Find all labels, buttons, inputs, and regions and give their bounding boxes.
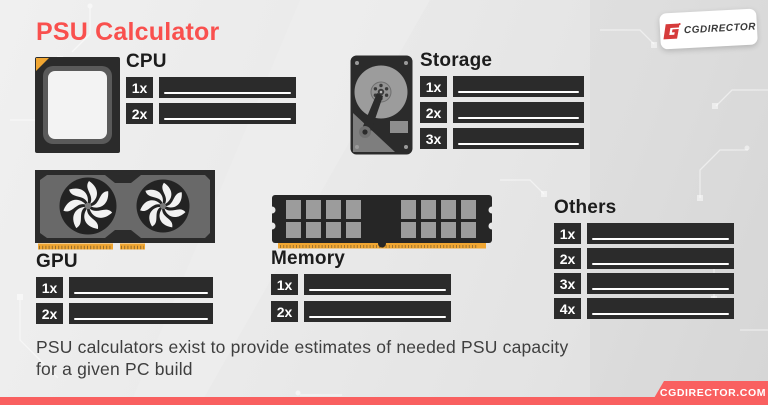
quantity-label: 1x bbox=[271, 274, 298, 295]
cpu-icon bbox=[35, 57, 120, 153]
others-row-2: 2x bbox=[554, 248, 734, 269]
caption-line-1: PSU calculators exist to provide estimat… bbox=[36, 337, 569, 357]
hdd-icon bbox=[350, 55, 413, 155]
caption-line-2: for a given PC build bbox=[36, 359, 193, 379]
storage-row-1: 1x bbox=[420, 76, 584, 97]
value-bar bbox=[587, 248, 734, 269]
memory-section-title: Memory bbox=[271, 248, 346, 269]
gpu-icon bbox=[35, 170, 215, 250]
gpu-row-1: 1x bbox=[36, 277, 213, 298]
value-bar bbox=[159, 103, 296, 124]
page-title: PSU Calculator bbox=[36, 18, 220, 46]
logo-wordmark: CGDIRECTOR bbox=[683, 21, 757, 36]
caption-text: PSU calculators exist to provide estimat… bbox=[36, 336, 568, 380]
value-bar bbox=[159, 77, 296, 98]
quantity-label: 2x bbox=[36, 303, 63, 324]
value-bar bbox=[453, 128, 584, 149]
memory-row-2: 2x bbox=[271, 301, 451, 322]
storage-row-2: 2x bbox=[420, 102, 584, 123]
value-bar bbox=[587, 223, 734, 244]
others-row-4: 4x bbox=[554, 298, 734, 319]
others-row-3: 3x bbox=[554, 273, 734, 294]
value-bar bbox=[69, 303, 213, 324]
quantity-label: 1x bbox=[554, 223, 581, 244]
value-bar bbox=[304, 301, 451, 322]
quantity-label: 3x bbox=[420, 128, 447, 149]
others-section-title: Others bbox=[554, 197, 617, 218]
quantity-label: 2x bbox=[271, 301, 298, 322]
value-bar bbox=[587, 273, 734, 294]
cgdirector-g-icon bbox=[663, 22, 681, 39]
storage-section-title: Storage bbox=[420, 50, 493, 71]
gpu-section-title: GPU bbox=[36, 251, 78, 272]
others-row-1: 1x bbox=[554, 223, 734, 244]
memory-row-1: 1x bbox=[271, 274, 451, 295]
value-bar bbox=[453, 76, 584, 97]
cpu-row-2: 2x bbox=[126, 103, 296, 124]
quantity-label: 1x bbox=[36, 277, 63, 298]
quantity-label: 1x bbox=[420, 76, 447, 97]
quantity-label: 4x bbox=[554, 298, 581, 319]
quantity-label: 3x bbox=[554, 273, 581, 294]
ram-icon bbox=[272, 195, 492, 249]
storage-row-3: 3x bbox=[420, 128, 584, 149]
memory-section: Memory 1x 2x bbox=[271, 247, 451, 328]
quantity-label: 1x bbox=[126, 77, 153, 98]
value-bar bbox=[304, 274, 451, 295]
quantity-label: 2x bbox=[554, 248, 581, 269]
bottom-accent-strip bbox=[0, 397, 768, 405]
others-section: Others 1x 2x 3x 4x bbox=[554, 196, 734, 323]
quantity-label: 2x bbox=[420, 102, 447, 123]
value-bar bbox=[69, 277, 213, 298]
quantity-label: 2x bbox=[126, 103, 153, 124]
value-bar bbox=[587, 298, 734, 319]
gpu-section: GPU 1x 2x bbox=[36, 250, 213, 329]
site-url-badge: CGDIRECTOR.COM bbox=[650, 381, 768, 405]
cpu-row-1: 1x bbox=[126, 77, 296, 98]
storage-section: Storage 1x 2x 3x bbox=[420, 49, 584, 154]
gpu-row-2: 2x bbox=[36, 303, 213, 324]
cgdirector-logo: CGDIRECTOR bbox=[659, 8, 758, 50]
cpu-section-title: CPU bbox=[126, 51, 167, 72]
cpu-section: CPU 1x 2x bbox=[126, 50, 296, 129]
value-bar bbox=[453, 102, 584, 123]
